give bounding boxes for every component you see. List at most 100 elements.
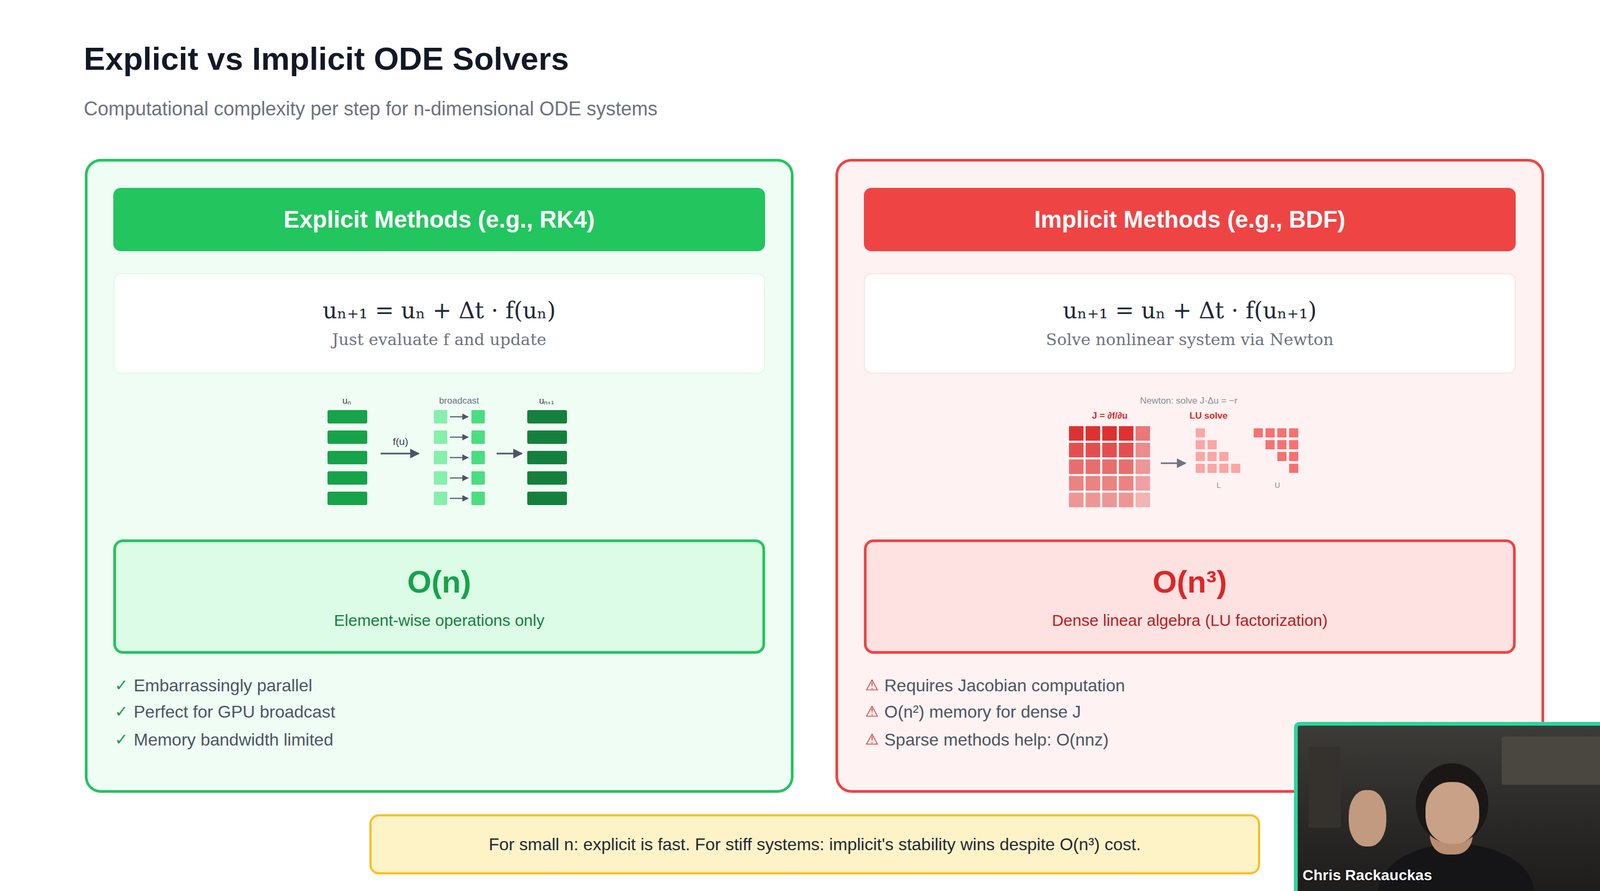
header-bar: Explicit Methods (e.g., RK4) — [113, 187, 766, 252]
step-label: Newton: solve J·Δu = −r — [1139, 395, 1238, 407]
matrix-cell — [1102, 459, 1117, 475]
matrix-cell — [1289, 440, 1299, 450]
matrix-cell — [1265, 428, 1275, 438]
matrix-cell — [1289, 463, 1299, 474]
vector-cell — [327, 451, 368, 465]
vector-label: uₙ₊₁ — [539, 395, 555, 407]
check-icon: ✓ — [114, 730, 128, 750]
warning-icon: ⚠ — [864, 702, 879, 722]
matrix-cell — [1277, 452, 1287, 462]
matrix-cell — [1085, 492, 1101, 508]
bullet-text: Memory bandwidth limited — [133, 729, 334, 751]
matrix-cell — [1219, 452, 1229, 462]
element-arrow — [449, 477, 469, 479]
matrix-cell — [1289, 452, 1299, 462]
matrix-cell — [1118, 426, 1134, 441]
matrix-cell — [1207, 463, 1217, 474]
box-heading: For small n: explicit is fast. For stiff… — [488, 834, 1141, 855]
person-face — [1425, 782, 1480, 845]
vector-cell — [527, 471, 567, 485]
matrix-cell — [1085, 459, 1101, 475]
matrix-cell — [1068, 442, 1084, 458]
matrix-cell — [1195, 428, 1205, 438]
vector-cell — [327, 491, 368, 506]
vector-label: uₙ — [342, 395, 352, 407]
note-box: For small n: explicit is fast. For stiff… — [369, 814, 1261, 875]
matrix-cell — [1102, 442, 1117, 458]
matrix-cell — [1085, 476, 1101, 491]
element-cell — [471, 451, 485, 465]
element-cell — [433, 430, 448, 445]
matrix-cell — [1135, 459, 1151, 475]
matrix-cell — [1207, 440, 1217, 450]
broadcast-arrows — [449, 417, 469, 499]
box-heading: Explicit Methods (e.g., RK4) — [283, 205, 595, 235]
broadcast-output — [471, 410, 485, 506]
element-cell — [433, 451, 448, 465]
element-cell — [471, 430, 485, 445]
matrix-cell — [1102, 476, 1117, 491]
matrix-cell — [1219, 463, 1229, 474]
matrix-cell — [1277, 428, 1287, 438]
matrix-cell — [1277, 440, 1287, 450]
check-icon: ✓ — [114, 702, 128, 722]
matrix-cell — [1195, 463, 1205, 474]
flow-arrow — [380, 453, 419, 455]
element-arrow — [449, 437, 469, 439]
person-hand — [1348, 790, 1387, 847]
step-label: broadcast — [439, 395, 480, 407]
matrix-label: LU solve — [1189, 410, 1228, 422]
matrix-row — [1068, 426, 1151, 441]
matrix-row — [1068, 476, 1151, 491]
element-arrow — [449, 498, 469, 500]
matrix-cell — [1085, 442, 1101, 458]
method-panel: Requires Jacobian computationO(n²) memor… — [835, 158, 1545, 794]
matrix-cell — [1253, 428, 1263, 438]
flow-arrow — [1160, 462, 1186, 465]
warning-icon: ⚠ — [864, 730, 879, 749]
element-arrow — [449, 457, 469, 459]
matrix-cell — [1135, 442, 1151, 458]
factor-label: U — [1274, 481, 1280, 491]
vector-cell — [527, 410, 567, 424]
matrix-cell — [1135, 476, 1151, 491]
matrix-cell — [1207, 452, 1217, 462]
complexity-box: O(n³)Dense linear algebra (LU factorizat… — [863, 539, 1516, 654]
box-description: Solve nonlinear system via Newton — [1045, 330, 1334, 350]
bullet-text: O(n²) memory for dense J — [884, 701, 1081, 723]
jacobian-matrix — [1068, 426, 1151, 508]
box-heading: O(n) — [406, 563, 471, 601]
matrix-cell — [1068, 476, 1084, 491]
element-cell — [433, 491, 448, 506]
matrix-cell — [1135, 426, 1151, 441]
element-cell — [471, 491, 485, 506]
method-panel: Embarrassingly parallelPerfect for GPU b… — [84, 158, 794, 794]
broadcast-illustration — [84, 158, 794, 794]
element-cell — [471, 471, 485, 485]
header-bar: Implicit Methods (e.g., BDF) — [863, 187, 1516, 252]
matrix-row — [1068, 492, 1151, 508]
matrix-row — [1068, 442, 1151, 458]
flow-arrow — [496, 453, 522, 455]
matrix-cell — [1231, 463, 1241, 474]
matrix-label: J = ∂f/∂u — [1092, 410, 1128, 422]
check-icon: ✓ — [114, 675, 128, 696]
matrix-cell — [1289, 428, 1299, 438]
formula-box: uₙ₊₁ = uₙ + Δt · f(uₙ)Just evaluate f an… — [113, 273, 766, 374]
complexity-box: O(n) Element-wise operations only — [113, 539, 766, 654]
matrix-cell — [1068, 492, 1084, 508]
slide-title: Explicit vs Implicit ODE Solvers — [83, 39, 570, 79]
matrix-cell — [1118, 476, 1134, 491]
matrix-cell — [1085, 426, 1101, 441]
upper-triangular — [1253, 428, 1299, 474]
element-arrow — [449, 416, 469, 418]
subtitle: Computational complexity per step for n-… — [83, 97, 658, 121]
element-cell — [433, 410, 448, 424]
box-heading: uₙ₊₁ = uₙ + Δt · f(uₙ) — [322, 297, 556, 325]
factor-label: L — [1216, 481, 1221, 491]
vector-cell — [527, 491, 567, 506]
matrix-cell — [1068, 426, 1084, 441]
box-description: Element-wise operations only — [333, 611, 545, 631]
vector-cell — [527, 451, 567, 465]
